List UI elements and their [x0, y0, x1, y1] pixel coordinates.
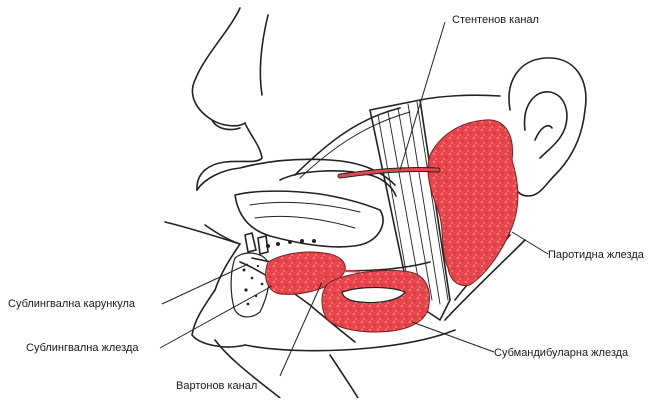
label-submandibular-gland: Субмандибуларна жлезда	[494, 347, 628, 360]
leader-parotid	[512, 232, 548, 254]
jaw-outline	[245, 330, 455, 351]
face-profile	[192, 8, 245, 126]
leader-caruncle	[162, 264, 248, 304]
label-wharton-duct: Вартонов канал	[176, 380, 257, 393]
chin	[192, 290, 245, 347]
label-stensen-duct: Стентенов канал	[452, 14, 539, 27]
ear	[509, 58, 586, 196]
label-sublingual-caruncle: Сублингвална карункула	[8, 298, 135, 311]
upper-teeth	[235, 191, 383, 247]
tooth-front	[245, 233, 256, 252]
leader-sublingual-gland	[160, 286, 272, 348]
sublingual-area	[231, 253, 269, 317]
cheek-line	[260, 15, 268, 95]
label-sublingual-gland: Сублингвална жлезда	[26, 342, 139, 355]
leader-wharton	[280, 282, 322, 376]
leader-submandibular	[412, 322, 494, 352]
label-parotid-gland: Паротидна жлезда	[548, 249, 644, 262]
